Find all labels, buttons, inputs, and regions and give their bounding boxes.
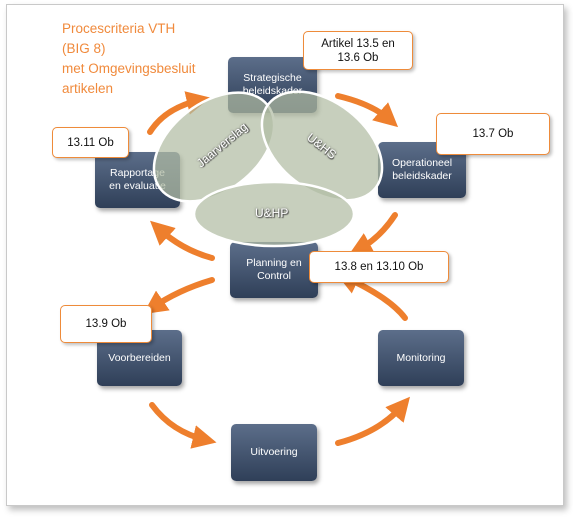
callout-text: 13.11 Ob bbox=[67, 136, 114, 149]
box-label: Planning en Control bbox=[246, 257, 302, 282]
box-monitoring[interactable]: Monitoring bbox=[378, 330, 464, 386]
callout-text: 13.8 en 13.10 Ob bbox=[334, 261, 424, 273]
callout-text: 13.9 Ob bbox=[85, 318, 127, 330]
arrow-planning-to-rapportage bbox=[150, 220, 215, 261]
box-label: Strategische beleidskader bbox=[242, 72, 303, 97]
arrow-rapportage-to-strategische bbox=[147, 91, 211, 135]
arrow-planning-to-voorbereiden bbox=[143, 277, 215, 315]
box-operationeel-beleidskader[interactable]: Operationeel beleidskader bbox=[378, 142, 466, 198]
title-line-3: met Omgevingsbesluit bbox=[62, 61, 196, 76]
title-line-2: (BIG 8) bbox=[62, 41, 106, 56]
arrow-strategische-to-operationeel bbox=[335, 93, 399, 128]
box-label: Voorbereiden bbox=[108, 351, 171, 364]
callout-13-11: 13.11 Ob bbox=[52, 127, 129, 158]
callout-text: Artikel 13.5 en 13.6 Ob bbox=[321, 37, 395, 64]
title-line-4: artikelen bbox=[62, 81, 114, 96]
title-line-1: Procescriteria VTH bbox=[62, 21, 176, 36]
box-uitvoering[interactable]: Uitvoering bbox=[231, 424, 317, 481]
arrow-uitvoering-to-monitoring bbox=[335, 396, 411, 446]
box-label: Rapportage en evaluatie bbox=[109, 167, 166, 192]
box-label: Operationeel beleidskader bbox=[391, 157, 453, 182]
callout-13-8-13-10: 13.8 en 13.10 Ob bbox=[309, 251, 449, 283]
callout-13-7: 13.7 Ob bbox=[436, 113, 550, 155]
box-label: Monitoring bbox=[396, 351, 446, 364]
callout-text: 13.7 Ob bbox=[472, 128, 514, 140]
arrow-monitoring-to-planning bbox=[335, 271, 408, 321]
arrow-operationeel-to-planning bbox=[348, 212, 398, 256]
box-rapportage-en-evaluatie[interactable]: Rapportage en evaluatie bbox=[95, 152, 180, 208]
label-uhp: U&HP bbox=[255, 206, 289, 220]
box-label: Uitvoering bbox=[250, 446, 298, 458]
callout-artikel-13-5-13-6: Artikel 13.5 en 13.6 Ob bbox=[303, 31, 413, 70]
callout-13-9: 13.9 Ob bbox=[60, 305, 152, 343]
arrow-voorbereiden-to-uitvoering bbox=[149, 402, 217, 449]
box-planning-en-control[interactable]: Planning en Control bbox=[230, 242, 318, 298]
